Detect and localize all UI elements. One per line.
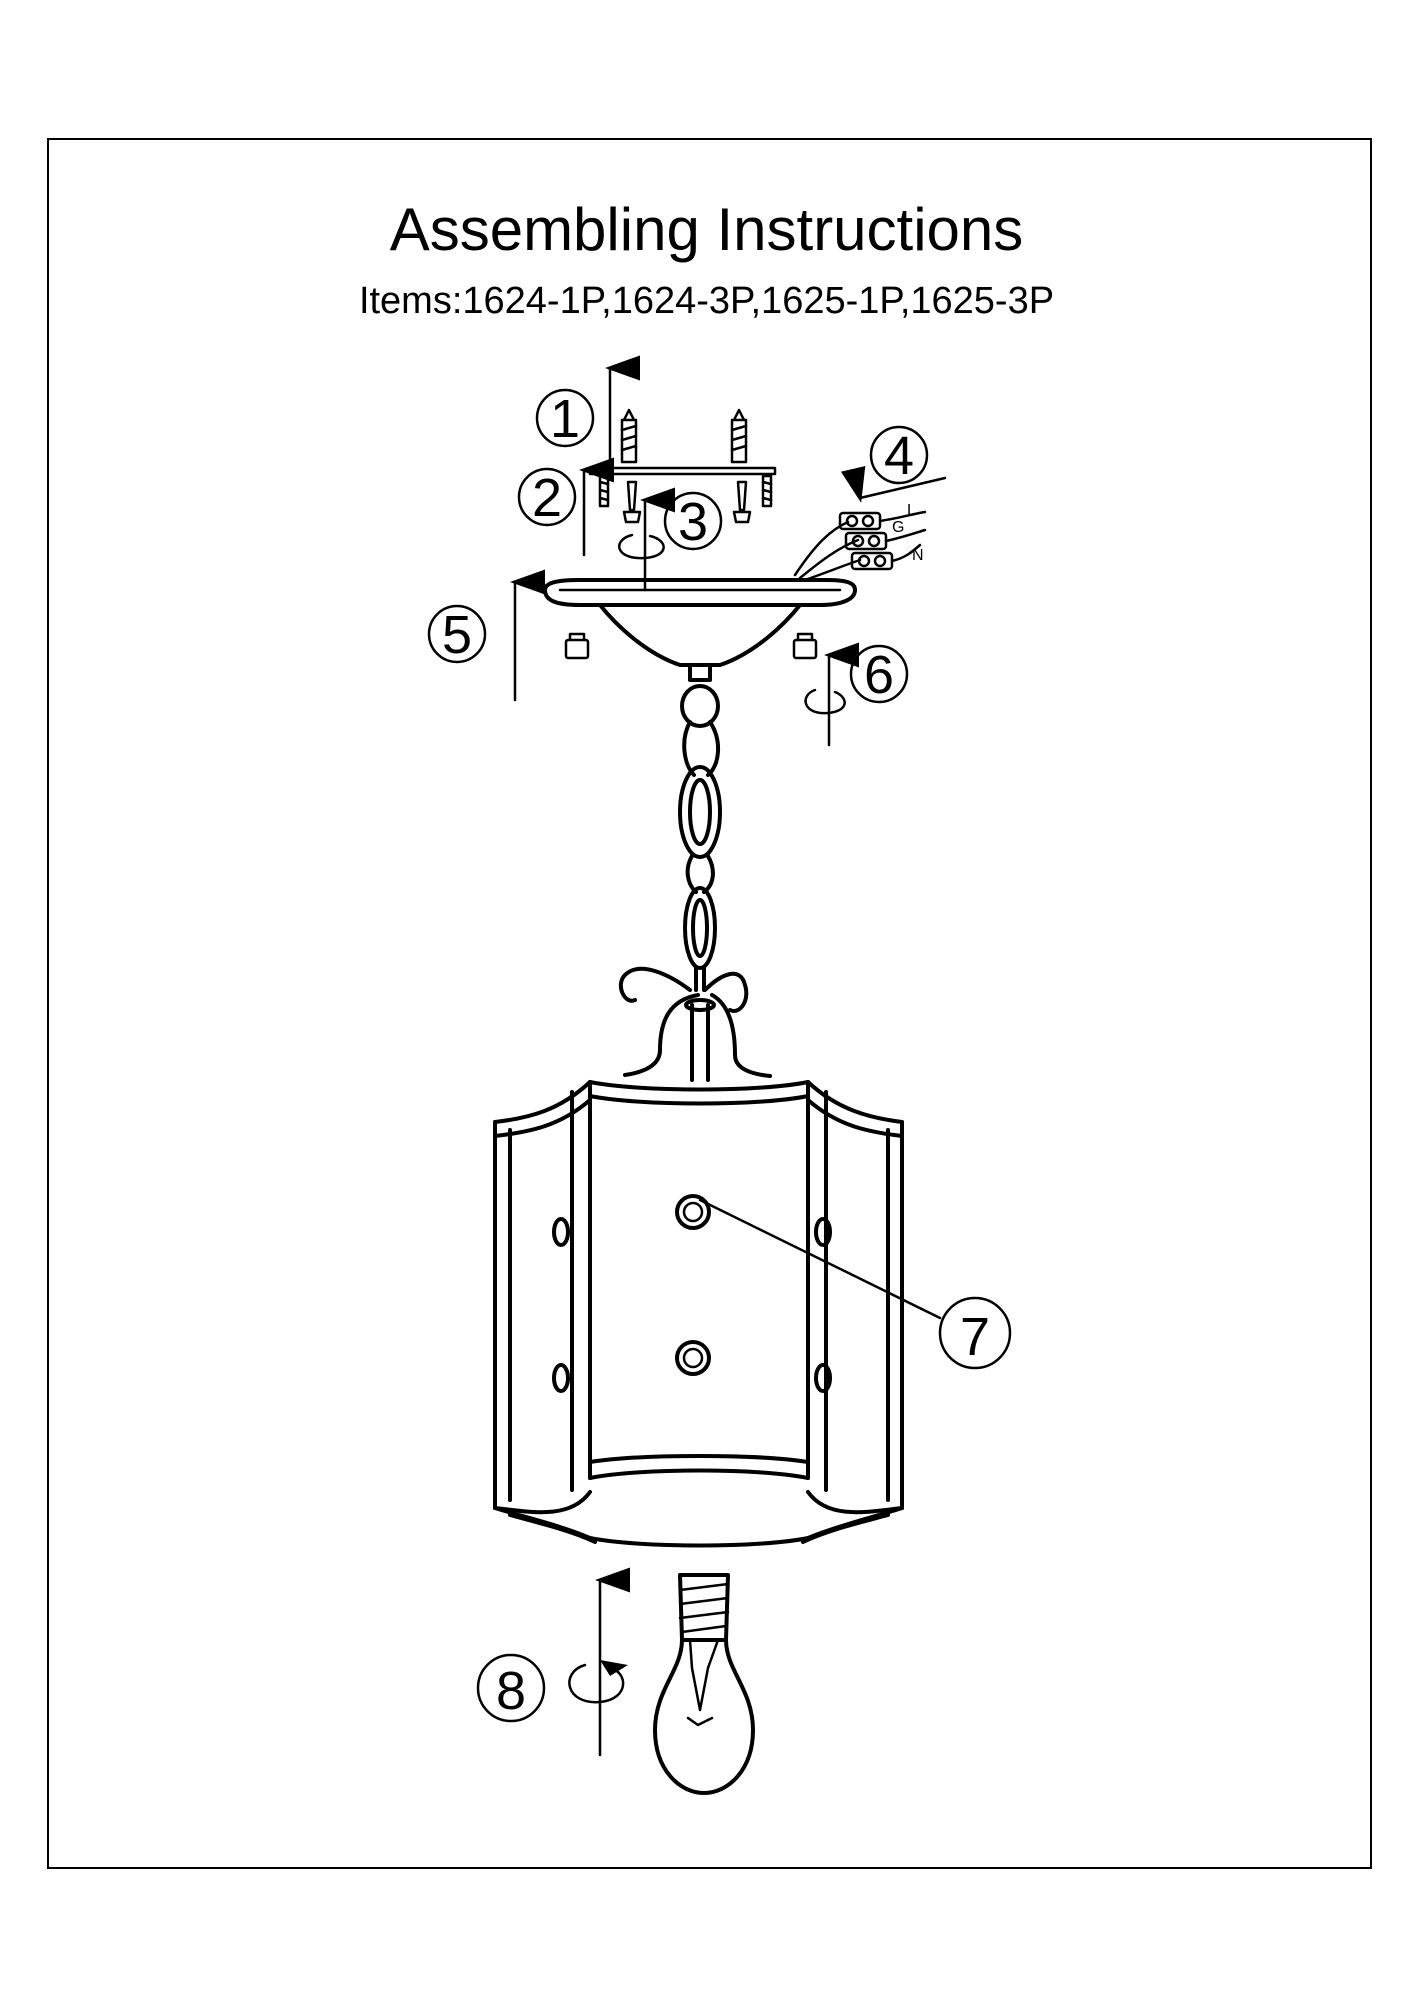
canopy [543,578,857,682]
step-number-2: 2 [532,468,562,528]
leader-line-step-7 [698,1198,942,1320]
mounting-plate [588,466,777,476]
step-number-1: 1 [550,389,580,449]
screw-left [622,480,642,524]
step-callout-1: 1 [535,388,595,449]
step-callout-2: 2 [517,467,577,528]
rotate-icon-step-8 [568,1663,625,1704]
step-number-3: 3 [678,492,708,552]
page-title: Assembling Instructions [389,196,1024,263]
chain [678,684,722,992]
lantern-hooks [618,966,772,1082]
wire-label-g: G [892,519,904,536]
rotate-icon-step-6 [804,688,846,715]
wall-anchor-left [620,408,638,464]
lantern-rivets [552,1194,832,1393]
plate-screw-left [598,474,610,508]
wire-connectors [793,510,927,582]
step-callout-5: 5 [427,604,487,665]
canopy-nut-right [792,632,818,660]
step-number-4: 4 [884,426,914,486]
rotate-icon-step-3 [618,533,665,560]
step-callout-8: 8 [476,1653,546,1723]
step-number-6: 6 [864,645,894,705]
step-number-5: 5 [442,605,472,665]
wire-label-n: N [912,547,924,564]
canopy-nut-left [564,632,590,660]
screw-right [732,480,752,524]
plate-screw-right [761,474,773,508]
items-subtitle: Items:1624-1P,1624-3P,1625-1P,1625-3P [358,280,1055,322]
step-callout-7: 7 [938,1296,1012,1370]
arrow-step-4 [840,465,947,503]
light-bulb [653,1573,755,1795]
lantern-body [493,1080,904,1548]
wire-label-l: L [907,502,916,519]
step-callout-3: 3 [663,491,723,552]
wall-anchor-right [730,408,748,464]
step-callout-4: 4 [869,425,929,486]
step-callout-6: 6 [849,644,909,705]
page-border [47,138,1372,1869]
step-number-7: 7 [960,1307,990,1367]
step-number-8: 8 [496,1661,526,1721]
